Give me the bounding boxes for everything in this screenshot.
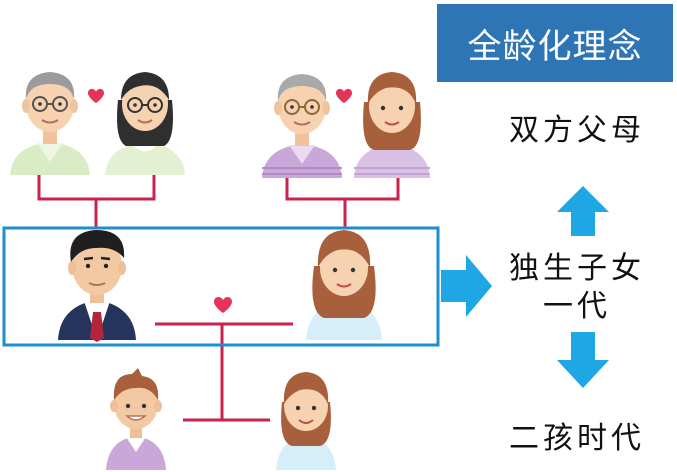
connector-couple — [155, 322, 293, 420]
arrow-down-icon — [557, 332, 609, 388]
concept-title: 全龄化理念 — [467, 26, 643, 67]
only-child-generation-frame — [2, 226, 440, 347]
grandfather-right-avatar — [262, 74, 342, 178]
father-avatar — [58, 230, 136, 342]
grandmother-left-avatar — [105, 72, 185, 175]
label-only-child: 独生子女 一代 — [497, 250, 657, 326]
grandmother-right-avatar — [354, 72, 430, 178]
arrow-right-icon — [441, 255, 492, 317]
arrow-up-icon — [557, 186, 609, 236]
son-avatar — [106, 368, 166, 470]
heart-icon — [88, 88, 104, 104]
connector-right-parents — [285, 178, 400, 227]
label-parents: 双方父母 — [509, 113, 645, 148]
connectors — [37, 174, 400, 422]
heart-icon — [336, 88, 352, 104]
label-only-child-line1: 独生子女 — [509, 251, 645, 286]
label-two-child: 二孩时代 — [509, 421, 645, 456]
daughter-avatar — [276, 372, 336, 470]
concept-title-badge: 全龄化理念 — [437, 4, 673, 82]
grandfather-left-avatar — [10, 72, 90, 175]
mother-avatar — [306, 230, 382, 340]
connector-left-parents — [37, 174, 156, 227]
label-only-child-line2: 一代 — [543, 289, 611, 324]
heart-icon — [214, 297, 232, 313]
